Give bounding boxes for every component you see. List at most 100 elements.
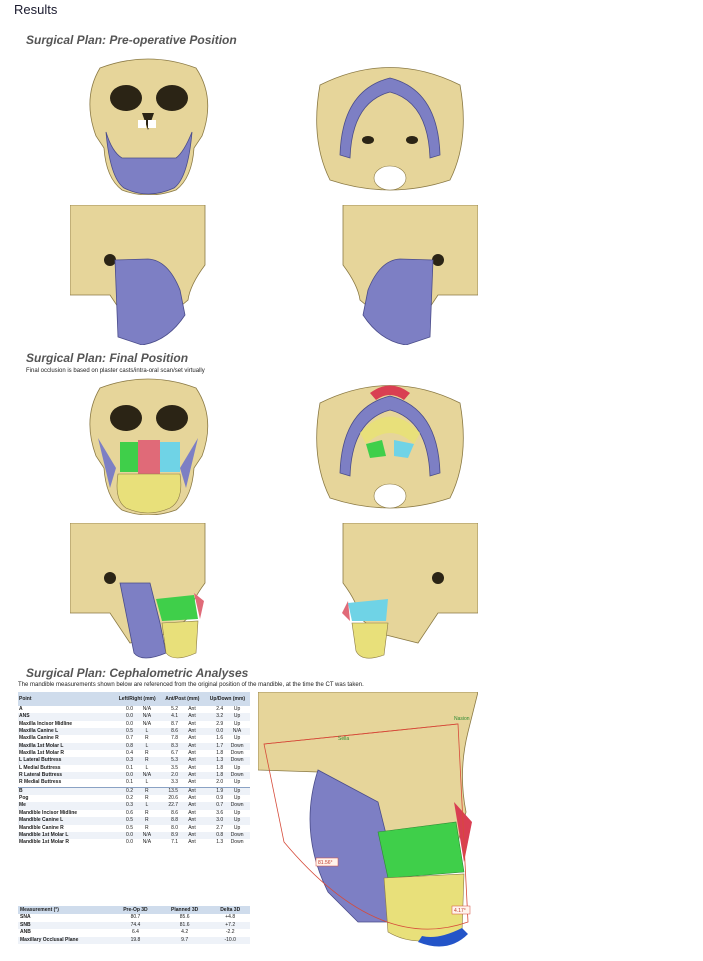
left-right-value: 0.0 (114, 713, 134, 721)
point-cell: L Medial Buttress (19, 764, 61, 771)
point-cell: Maxilla 1st Molar R (19, 750, 65, 757)
left-right-value: 0.0 (126, 706, 133, 712)
up-down-direction: Up (224, 713, 250, 721)
delta-value: -2.2 (225, 929, 235, 936)
table-row: Maxilla 1st Molar R 0.4 R 6.7 Ant 1.8 Down (18, 750, 250, 757)
up-down-direction: Up (233, 720, 241, 727)
up-down-value: 1.3 (216, 839, 224, 846)
ant-post-value: 3.3 (171, 779, 179, 786)
left-right-direction: R (145, 750, 149, 757)
up-down-direction: Up (233, 706, 241, 712)
point-cell: L Lateral Buttress (18, 757, 115, 765)
left-right-direction: R (133, 786, 160, 796)
ant-post-value: 4.1 (159, 713, 180, 721)
ant-post-value: 20.6 (168, 795, 179, 802)
ant-post-value: 3.5 (171, 764, 179, 771)
left-right-value: 0.3 (114, 757, 134, 765)
up-down-value: 1.9 (204, 786, 225, 796)
point-cell: Mandible Canine R (19, 824, 64, 831)
up-down-direction: Down (224, 831, 250, 840)
preop-inferior-image (310, 60, 470, 195)
left-right-value: 0.4 (126, 750, 133, 757)
preop-value: 74.4 (112, 921, 159, 930)
up-down-value: 1.8 (204, 772, 225, 780)
measurement-cell: ANB (20, 929, 31, 936)
left-right-direction: N/A (142, 720, 152, 727)
up-down-value: 3.2 (204, 713, 225, 721)
ant-post-direction: Ant (188, 809, 196, 816)
left-right-direction: N/A (142, 706, 152, 712)
ant-post-direction: Ant (179, 713, 205, 721)
up-down-direction: Down (230, 750, 244, 757)
col-up-down-header: Up/Down (mm) (204, 692, 250, 706)
up-down-value: 3.6 (216, 809, 224, 816)
ant-post-direction: Ant (188, 824, 196, 831)
left-right-direction: R (145, 735, 149, 742)
up-down-direction: N/A (224, 728, 250, 736)
up-down-value: 0.9 (216, 795, 224, 802)
point-cell: Pog (19, 795, 29, 802)
col-measurement-header: Measurement (°) (18, 906, 112, 914)
left-right-direction: N/A (133, 713, 160, 721)
col-left-right-header: Left/Right (mm) (114, 692, 160, 706)
up-down-direction: Up (224, 817, 250, 825)
left-right-direction: L (145, 764, 149, 771)
delta-value: -10.0 (210, 936, 250, 945)
ant-post-direction: Ant (179, 802, 205, 810)
left-right-direction: L (133, 802, 160, 810)
planned-value: 85.6 (179, 914, 190, 920)
up-down-value: 0.8 (204, 831, 225, 840)
ant-post-value: 8.9 (159, 831, 180, 840)
left-right-direction: N/A (133, 772, 160, 780)
preop-section-title: Surgical Plan: Pre-operative Position (26, 33, 237, 47)
point-cell: Me (18, 802, 115, 810)
page-heading: Results (14, 2, 58, 17)
ant-post-direction: Ant (179, 728, 205, 736)
up-down-value: 1.8 (216, 750, 224, 757)
ant-post-direction: Ant (188, 750, 196, 757)
up-down-direction: Up (233, 795, 241, 802)
ant-post-direction: Ant (188, 706, 196, 712)
up-down-value: 0.0 (204, 728, 225, 736)
cephalometric-lateral-image: Sella Nasion 81.56° 4.17° (258, 692, 478, 952)
up-down-value: 0.7 (204, 802, 225, 810)
ant-post-direction: Ant (188, 720, 196, 727)
up-down-value: 3.0 (204, 817, 225, 825)
left-right-direction: R (133, 757, 160, 765)
ant-post-direction: Ant (179, 772, 205, 780)
left-right-value: 0.0 (114, 772, 134, 780)
final-section-note: Final occlusion is based on plaster cast… (26, 368, 205, 374)
nasion-label: Nasion (454, 716, 470, 722)
sella-label: Sella (338, 736, 349, 742)
ceph-section-title: Surgical Plan: Cephalometric Analyses (26, 666, 249, 680)
point-cell: Mandible Incisor Midline (19, 809, 78, 816)
ant-post-value: 6.7 (171, 750, 179, 757)
point-cell: Mandible 1st Molar R (19, 839, 70, 846)
left-right-value: 0.8 (114, 742, 134, 751)
ant-post-direction: Ant (179, 786, 205, 796)
left-right-direction: L (133, 728, 160, 736)
delta-value: +4.8 (225, 914, 236, 920)
preop-lateral-left-image (70, 205, 210, 345)
ant-post-direction: Ant (179, 831, 205, 840)
up-down-direction: Up (224, 786, 250, 796)
left-right-value: 0.1 (126, 764, 133, 771)
cephalometric-table: Measurement (°) Pre-Op 3D Planned 3D Del… (18, 906, 250, 945)
left-right-value: 0.3 (114, 802, 134, 810)
up-down-direction: Up (233, 809, 241, 816)
up-down-direction: Down (224, 802, 250, 810)
